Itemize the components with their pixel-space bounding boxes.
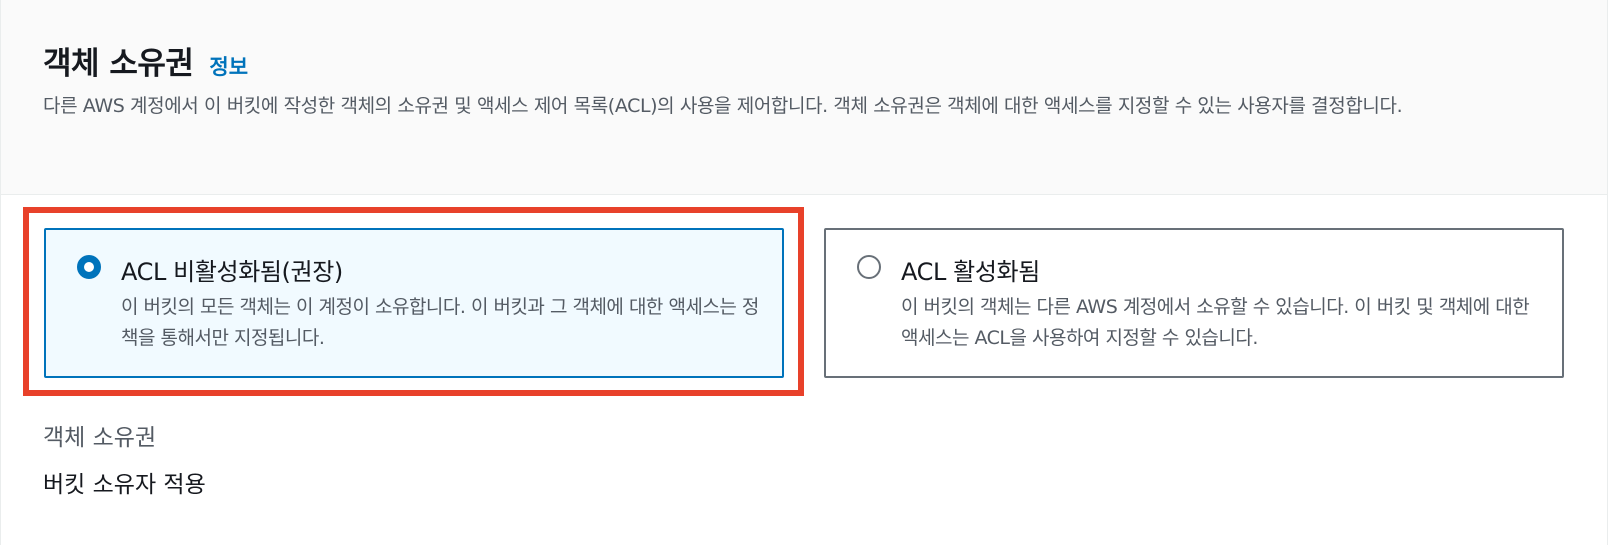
- section-description: 다른 AWS 계정에서 이 버킷에 작성한 객체의 소유권 및 액세스 제어 목…: [43, 95, 1403, 117]
- radio-checked-icon[interactable]: [77, 255, 101, 279]
- option-description: 이 버킷의 모든 객체는 이 계정이 소유합니다. 이 버킷과 그 객체에 대한…: [121, 296, 759, 349]
- info-link[interactable]: 정보: [209, 55, 249, 79]
- option-acl-enabled[interactable]: ACL 활성화됨 이 버킷의 객체는 다른 AWS 계정에서 소유할 수 있습니…: [824, 228, 1564, 378]
- ownership-value: 버킷 소유자 적용: [43, 472, 206, 498]
- option-title: ACL 비활성화됨(권장): [121, 258, 343, 286]
- title-row: 객체 소유권 정보: [43, 38, 248, 83]
- option-title: ACL 활성화됨: [901, 258, 1040, 286]
- radio-unchecked-icon[interactable]: [857, 255, 881, 279]
- option-acl-disabled[interactable]: ACL 비활성화됨(권장) 이 버킷의 모든 객체는 이 계정이 소유합니다. …: [44, 228, 784, 378]
- option-description: 이 버킷의 객체는 다른 AWS 계정에서 소유할 수 있습니다. 이 버킷 및…: [901, 296, 1530, 349]
- selection-highlight: [23, 207, 804, 396]
- section-title: 객체 소유권: [43, 46, 194, 82]
- section-header: 객체 소유권 정보 다른 AWS 계정에서 이 버킷에 작성한 객체의 소유권 …: [1, 0, 1607, 195]
- ownership-label: 객체 소유권: [43, 425, 157, 451]
